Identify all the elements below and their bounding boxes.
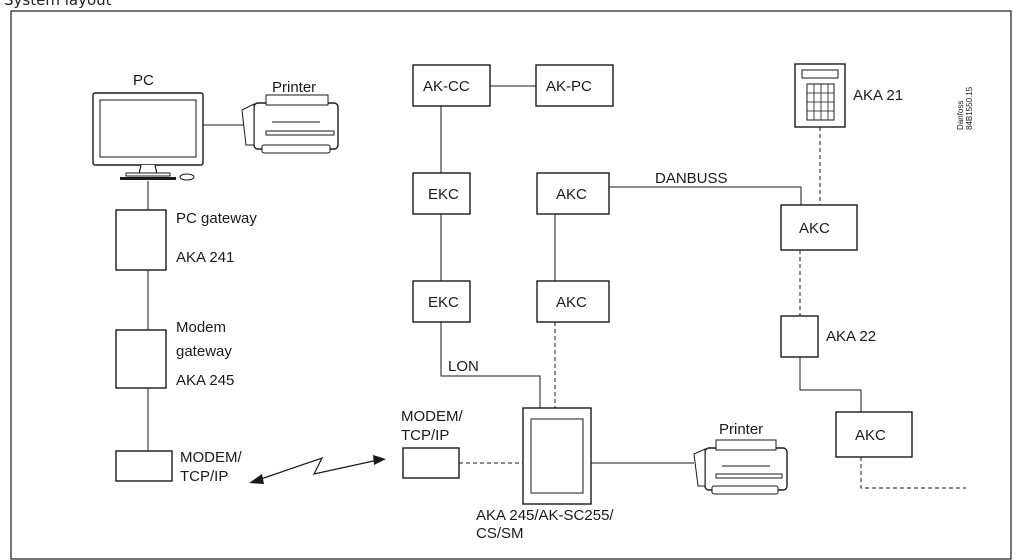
communication-link-icon [249,455,386,484]
akc-label-4: AKC [855,427,886,444]
reference-label-1: Danfoss [956,101,965,130]
aka22-label: AKA 22 [826,328,876,345]
aka21-keypad-icon [794,63,846,128]
modem-gateway-box [115,329,167,389]
lon-label: LON [448,358,479,375]
link-aka22-akc [799,357,862,412]
ekc-box-2 [412,280,471,323]
pc-monitor-icon [92,92,204,181]
modem-mid-label-2: TCP/IP [401,427,449,444]
link-akc-continuation [860,457,966,489]
akc-box-1 [536,172,610,215]
modem-left-box [115,450,173,482]
ekc-label-2: EKC [428,294,459,311]
diagram-frame [10,10,1012,560]
controller-label-2: CS/SM [476,525,524,542]
ekc-label-1: EKC [428,186,459,203]
akpc-label: AK-PC [546,78,592,95]
controller-unit [522,407,592,505]
danbuss-line [609,186,802,205]
akc-box-2 [536,280,610,323]
akc-box-3 [780,204,858,251]
printer-top-label: Printer [272,79,316,96]
modem-gateway-label-2: gateway [176,343,232,360]
page-title: System layout [4,0,112,9]
aka22-box [780,315,819,358]
danbuss-label: DANBUSS [655,170,728,187]
akc-label-1: AKC [556,186,587,203]
modem-mid-label-1: MODEM/ [401,408,463,425]
controller-label-1: AKA 245/AK-SC255/ [476,507,614,524]
aka21-label: AKA 21 [853,87,903,104]
aka241-label: AKA 241 [176,249,234,266]
akcc-label: AK-CC [423,78,470,95]
printer-top-icon [241,94,339,154]
pc-gateway-box [115,209,167,271]
reference-label-2: 84B1550.15 [965,86,974,130]
akc-label-2: AKC [556,294,587,311]
lon-bus-line [440,322,541,408]
modem-left-label-1: MODEM/ [180,449,242,466]
pc-label: PC [133,72,154,89]
aka245-label: AKA 245 [176,372,234,389]
akc-label-3: AKC [799,220,830,237]
printer-bottom-icon [693,439,788,495]
modem-mid-box [402,447,460,479]
akpc-box [535,64,614,107]
modem-gateway-label-1: Modem [176,319,226,336]
printer-bottom-label: Printer [719,421,763,438]
modem-left-label-2: TCP/IP [180,468,228,485]
pc-gateway-label: PC gateway [176,210,257,227]
akc-box-4 [835,411,913,458]
ekc-box-1 [412,172,471,215]
